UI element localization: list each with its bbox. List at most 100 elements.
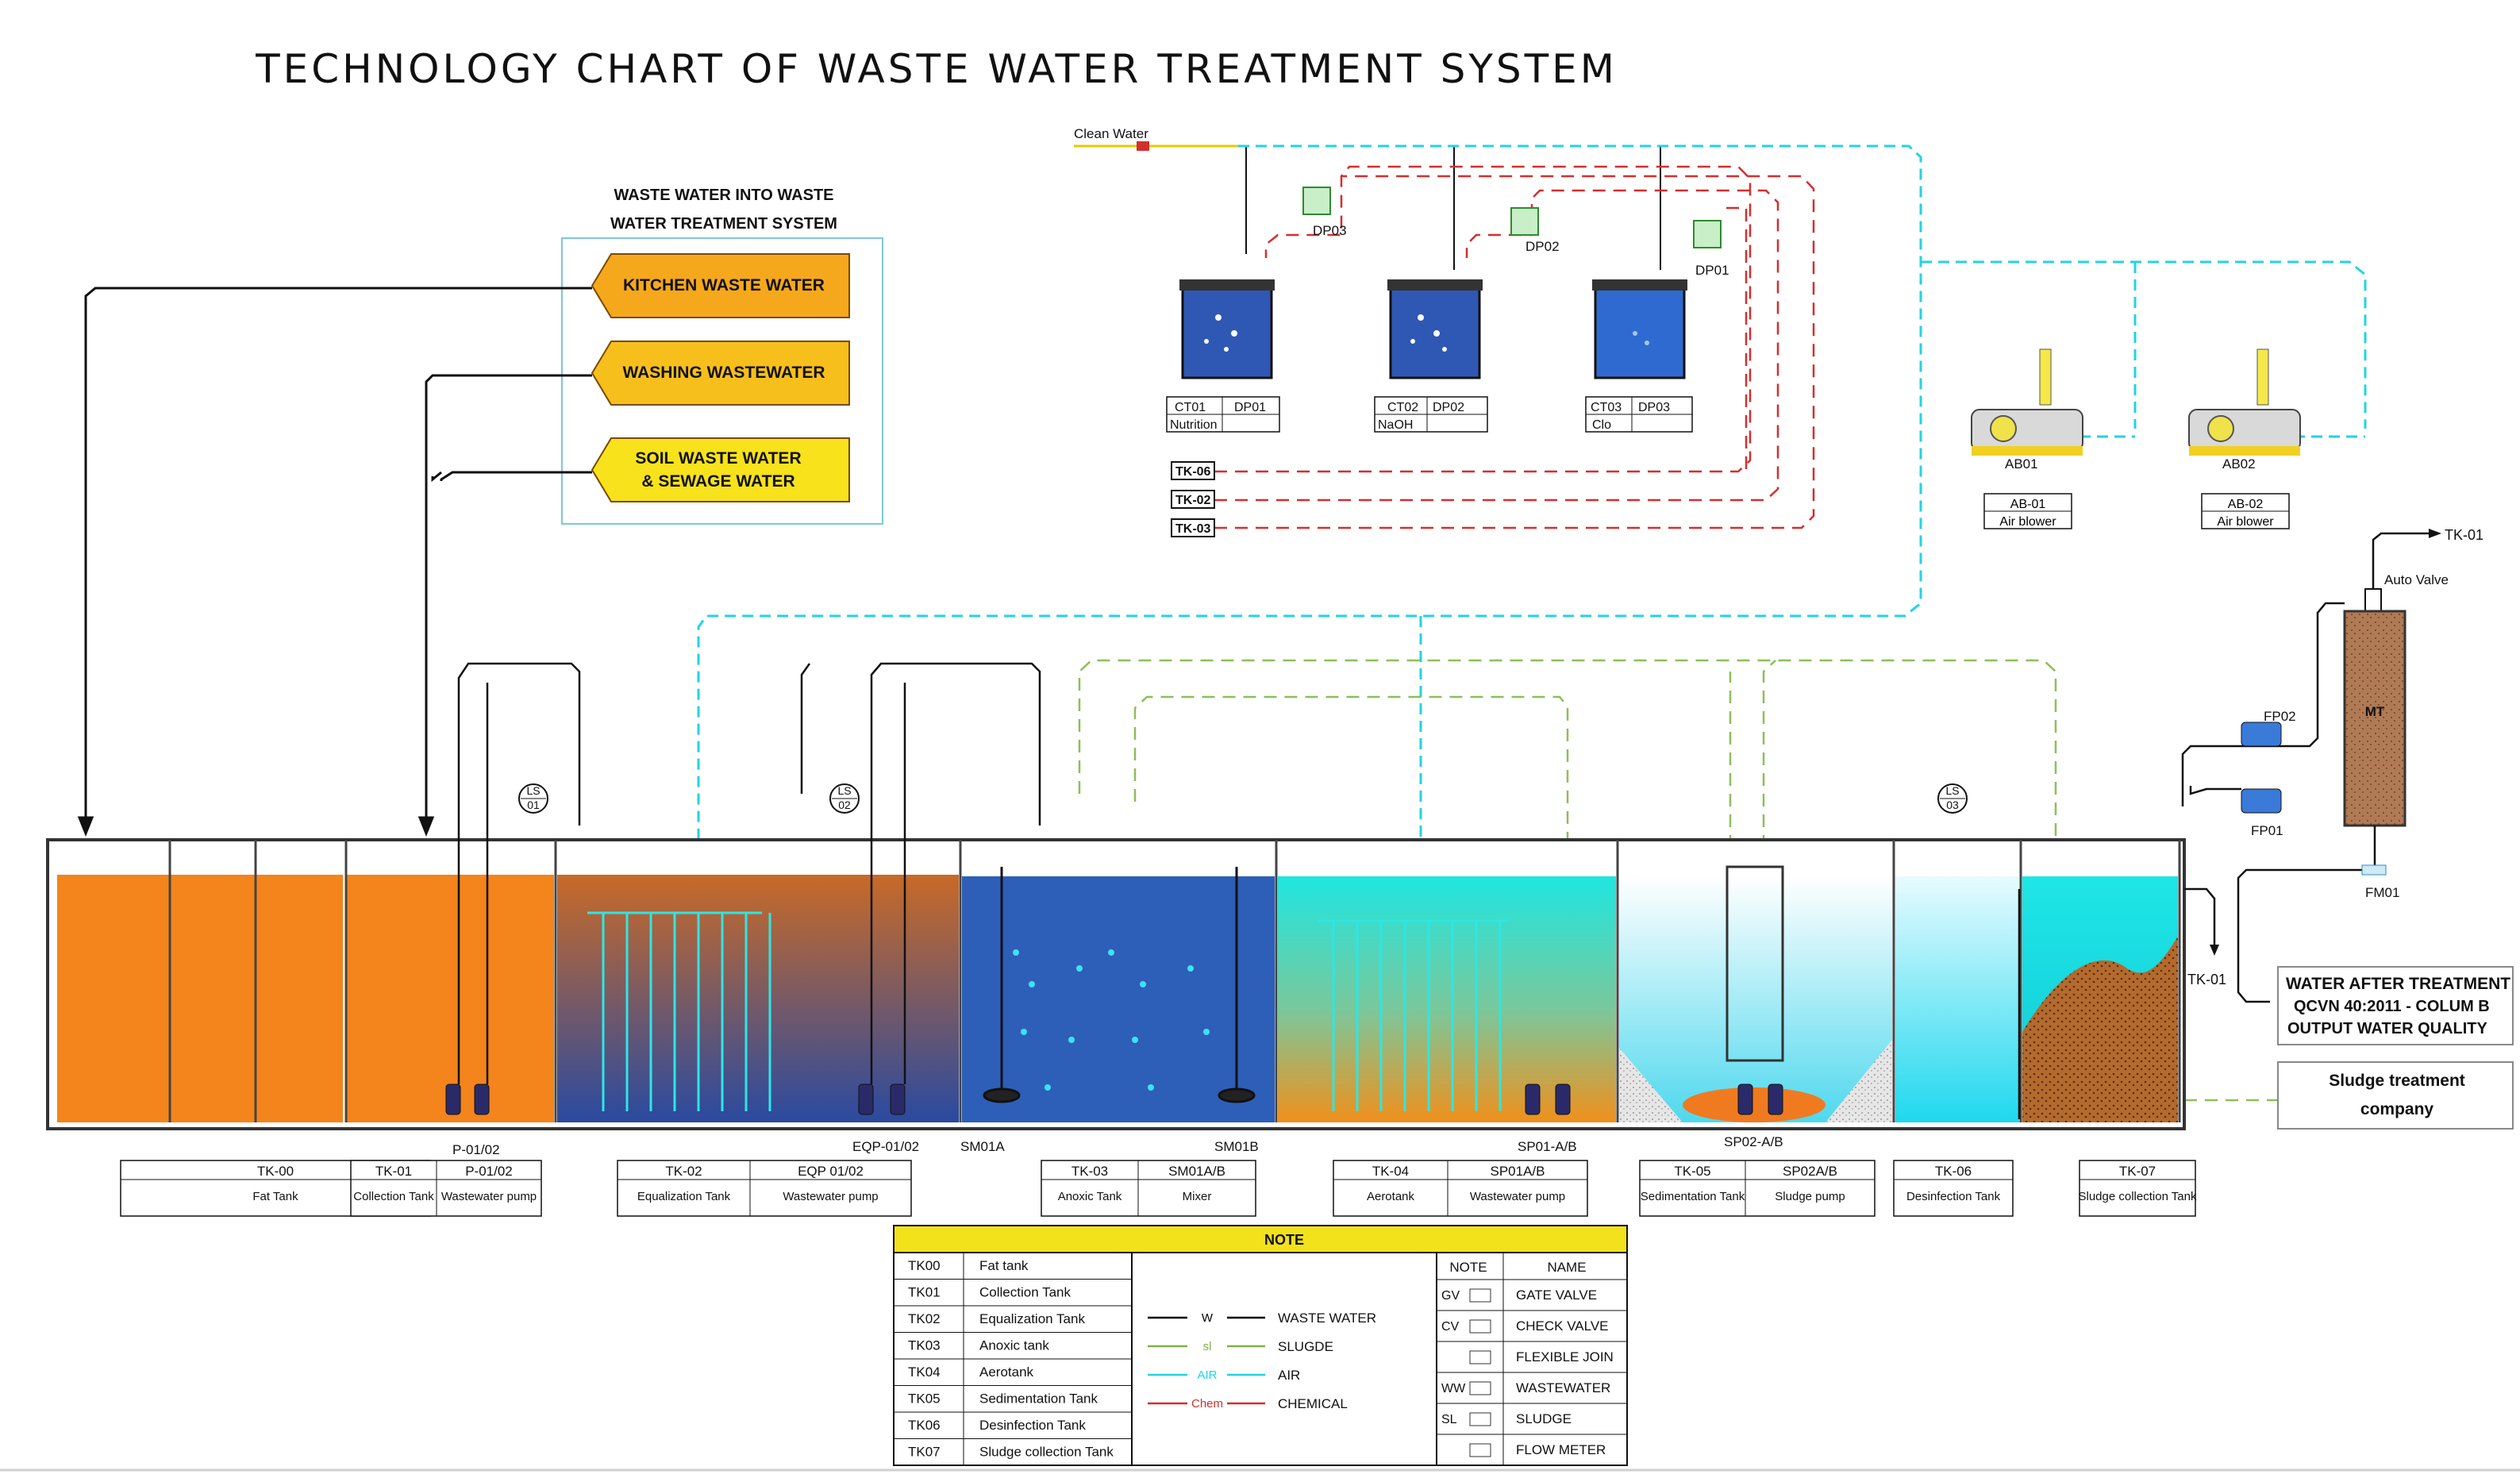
tk05-hopper-left	[1619, 1048, 1683, 1122]
label-eqp01-02: EQP-01/02	[852, 1139, 919, 1154]
ab01-name: Air blower	[1999, 515, 2056, 529]
inflow-frame	[561, 237, 883, 525]
result-line2: QCVN 40:2011 - COLUM B	[2294, 998, 2490, 1015]
filter-pump-fp01: FP01	[2241, 788, 2283, 838]
tank-table-equipment: SM01A/B	[1168, 1164, 1225, 1179]
tank-table-equipment-name: Wastewater pump	[441, 1190, 537, 1203]
chem-target-tk03: TK-03	[1175, 522, 1211, 536]
tank-table-code: TK-01	[375, 1164, 412, 1179]
washing-pipe	[425, 374, 592, 826]
symbol-code: CV	[1441, 1320, 1460, 1334]
tank-table-name: Sedimentation Tank	[1641, 1190, 1745, 1203]
tank-tk02	[557, 875, 959, 1122]
ct01-chem: Nutrition	[1170, 418, 1218, 432]
fp01-label: FP01	[2251, 823, 2283, 838]
mixers	[983, 867, 1256, 1103]
tk04-diffusers	[1318, 919, 1508, 1111]
source-kitchen-label: KITCHEN WASTE WATER	[623, 276, 825, 294]
tank-table-name: Equalization Tank	[637, 1190, 731, 1203]
legend-line-code: sl	[1203, 1340, 1212, 1353]
tank-tk00	[57, 875, 343, 1122]
note-tank-name: Desinfection Tank	[979, 1418, 1086, 1433]
legend-line-name: SLUGDE	[1278, 1339, 1333, 1354]
legend-line-code-bg	[1187, 1367, 1227, 1383]
symbol-name: FLOW METER	[1516, 1442, 1606, 1457]
note-tank-code: TK02	[908, 1311, 941, 1326]
equipment-labels: P-01/02 EQP-01/02 SM01A SM01B SP01-A/B S…	[452, 1134, 1783, 1157]
air-blowers: AB01 AB-01 Air blower AB02 AB-02 Air blo…	[1971, 348, 2301, 529]
ls03-bottom: 03	[1946, 799, 1959, 811]
tank-table-name: Anoxic Tank	[1058, 1190, 1122, 1203]
tank-table-name: Fat Tank	[252, 1190, 298, 1203]
legend-line-code-bg	[1187, 1395, 1227, 1411]
tank-table-code: TK-05	[1674, 1164, 1710, 1179]
label-sp02ab: SP02-A/B	[1724, 1134, 1783, 1149]
blower-ab02: AB02 AB-02 Air blower	[2188, 348, 2301, 529]
sludge-sp02b	[1762, 660, 1776, 1095]
note-tank-code: TK04	[908, 1364, 941, 1380]
tk05-settled-sludge	[1683, 1087, 1826, 1122]
chem-tank-ct01	[1179, 279, 1275, 379]
source-soil-label-line1: SOIL WASTE WATER	[635, 449, 801, 468]
level-switch-ls01: LS 01	[518, 783, 548, 814]
note-tank-name: Anoxic tank	[979, 1338, 1049, 1353]
tank-dividers	[168, 840, 2181, 1122]
inflow-pipes	[77, 287, 592, 837]
kitchen-pipe	[84, 287, 592, 826]
result-line1: WATER AFTER TREATMENT	[2286, 975, 2510, 993]
legend-line-name: AIR	[1278, 1368, 1300, 1383]
symbol-name: CHECK VALVE	[1516, 1318, 1609, 1334]
ct01-code: CT01	[1175, 401, 1206, 414]
source-arrow-kitchen	[591, 253, 850, 318]
chem-line-tk06	[1214, 165, 1752, 473]
ct03-pump: DP03	[1638, 401, 1670, 414]
source-soil-label-line2: & SEWAGE WATER	[641, 472, 794, 491]
legend-line-code-bg	[1187, 1338, 1227, 1354]
ls02-top: LS	[837, 784, 851, 797]
source-arrow-soil	[591, 437, 850, 502]
legend-line-slugde: sl SLUGDE	[1148, 1338, 1333, 1354]
symbol-name: FLEXIBLE JOIN	[1516, 1349, 1614, 1364]
tank-table-name: Desinfection Tank	[1906, 1190, 2001, 1203]
note-tank-code: TK07	[908, 1445, 941, 1460]
ab02-code: AB-02	[2228, 498, 2264, 511]
ab01-tag: AB01	[2005, 456, 2038, 471]
filter-feed-line	[2181, 602, 2345, 806]
tk07-overflow	[2184, 887, 2216, 951]
symbol-header-note: NOTE	[1449, 1260, 1487, 1275]
symbol-glyph	[1469, 1443, 1491, 1457]
label-sm01b: SM01B	[1214, 1139, 1259, 1154]
outlet-tk01-label: TK-01	[2445, 527, 2483, 543]
tank-tk03	[962, 876, 1275, 1122]
note-tank-code: TK01	[908, 1285, 941, 1300]
mt-label: MT	[2365, 704, 2385, 719]
symbol-glyph	[1469, 1381, 1491, 1395]
submersible-pumps	[445, 1083, 1783, 1115]
tank-table-equipment: SP01A/B	[1491, 1164, 1545, 1179]
pump-suction-line	[2189, 786, 2241, 795]
symbol-code: GV	[1441, 1289, 1460, 1303]
ct03-chem: Clo	[1592, 418, 1611, 432]
tank-table-equipment: SP02A/B	[1783, 1164, 1837, 1179]
tank-table-code: TK-06	[1935, 1164, 1972, 1179]
inflow-group: WASTE WATER INTO WASTE WATER TREATMENT S…	[561, 187, 883, 525]
tank-table-frame	[1333, 1160, 1588, 1217]
legend-line-name: WASTE WATER	[1278, 1311, 1376, 1326]
note-tank-name: Equalization Tank	[979, 1311, 1085, 1326]
legend-line-code-bg	[1187, 1310, 1227, 1326]
return-to-tk01-line	[2372, 532, 2429, 600]
tank-table-frame	[1893, 1160, 2014, 1217]
source-washing-label: WASHING WASTEWATER	[622, 364, 825, 382]
ab02-name: Air blower	[2217, 515, 2274, 529]
symbol-glyph	[1469, 1350, 1491, 1364]
dp03-label: DP03	[1313, 223, 1347, 238]
symbol-code: WW	[1441, 1382, 1466, 1395]
